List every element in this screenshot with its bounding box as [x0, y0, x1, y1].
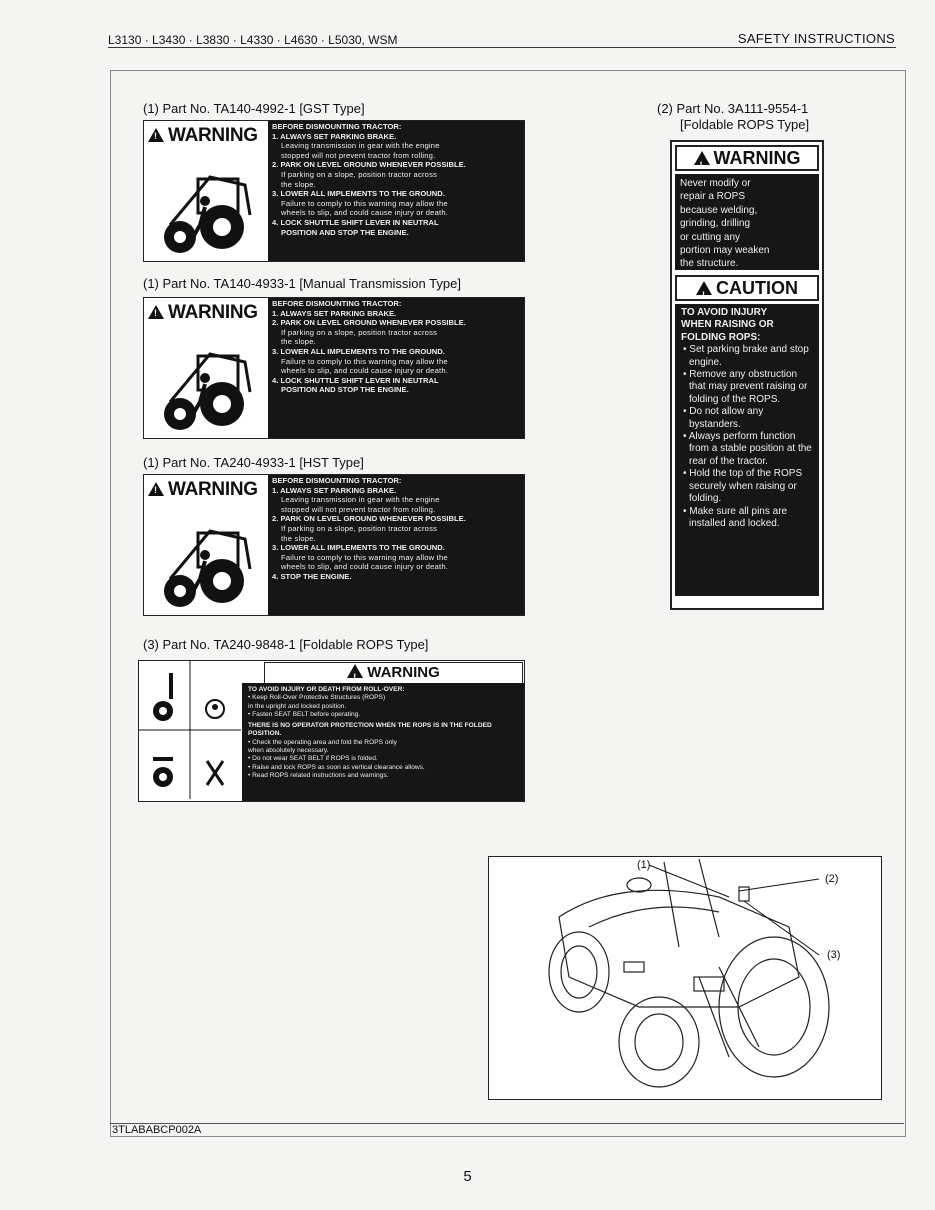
- label-caption-hst: (1) Part No. TA240-4933-1 [HST Type]: [143, 455, 364, 470]
- warning-title: !WARNING: [148, 125, 258, 147]
- warning-triangle-icon: !: [347, 664, 364, 682]
- reference-code: 3TLABABCP002A: [112, 1124, 202, 1136]
- content-frame: [110, 70, 906, 1137]
- foldable-caption-type: [Foldable ROPS Type]: [680, 117, 810, 132]
- warning-title: !WARNING: [675, 145, 819, 171]
- tractor-illustration: (1) (2) (3): [488, 856, 882, 1100]
- warning-title: !WARNING: [148, 302, 258, 324]
- warning-text-panel: BEFORE DISMOUNTING TRACTOR: 1. ALWAYS SE…: [268, 298, 524, 438]
- warning-triangle-icon: !: [148, 128, 164, 142]
- callout-2: (2): [825, 873, 839, 885]
- callout-3: (3): [827, 949, 841, 961]
- warning-label-gst: !WARNING BEFORE DISMOUNTING TRACTOR: 1. …: [143, 120, 525, 262]
- warning-title: !WARNING: [148, 479, 258, 501]
- header-section-title: SAFETY INSTRUCTIONS: [737, 31, 895, 46]
- warning-title: !WARNING: [264, 662, 523, 684]
- tractor-rollover-pictogram-icon: [164, 175, 252, 253]
- label-caption-manual: (1) Part No. TA140-4933-1 [Manual Transm…: [143, 276, 461, 291]
- warning-text-panel: BEFORE DISMOUNTING TRACTOR: 1. ALWAYS SE…: [268, 121, 524, 261]
- header-models: L3130 · L3430 · L3830 · L4330 · L4630 · …: [108, 33, 398, 47]
- callout-1: (1): [637, 859, 651, 871]
- foldable-caption-part: (2) Part No. 3A111-9554-1: [657, 101, 809, 116]
- caution-triangle-icon: !: [696, 281, 712, 300]
- tractor-rollover-pictogram-icon: [164, 529, 252, 607]
- warning-label-rops: !WARNING TO AVOID INJURY OR DEATH FROM R…: [138, 660, 525, 802]
- warning-label-hst: !WARNING BEFORE DISMOUNTING TRACTOR: 1. …: [143, 474, 525, 616]
- warning-text-panel: Never modify or repair a ROPS because we…: [675, 174, 819, 270]
- warning-text-panel: BEFORE DISMOUNTING TRACTOR: 1. ALWAYS SE…: [268, 475, 524, 615]
- rops-text-panel: TO AVOID INJURY OR DEATH FROM ROLL-OVER:…: [242, 683, 524, 801]
- label-caption-rops: (3) Part No. TA240-9848-1 [Foldable ROPS…: [143, 637, 429, 652]
- tractor-rollover-pictogram-icon: [164, 352, 252, 430]
- tractor-drawing-icon: [548, 858, 830, 1088]
- header-rule: [108, 47, 896, 48]
- foldable-rops-label: !WARNING Never modify or repair a ROPS b…: [670, 140, 824, 610]
- warning-triangle-icon: !: [148, 305, 164, 319]
- page-number: 5: [463, 1168, 472, 1185]
- warning-triangle-icon: !: [148, 482, 164, 496]
- caution-title: !CAUTION: [675, 275, 819, 301]
- label-caption-gst: (1) Part No. TA140-4992-1 [GST Type]: [143, 101, 365, 116]
- caution-text-panel: TO AVOID INJURY WHEN RAISING OR FOLDING …: [675, 304, 819, 596]
- footer-rule: [110, 1123, 904, 1124]
- warning-triangle-icon: !: [693, 151, 710, 170]
- rops-pictograms-icon: [139, 661, 241, 799]
- warning-label-manual: !WARNING BEFORE DISMOUNTING TRACTOR: 1. …: [143, 297, 525, 439]
